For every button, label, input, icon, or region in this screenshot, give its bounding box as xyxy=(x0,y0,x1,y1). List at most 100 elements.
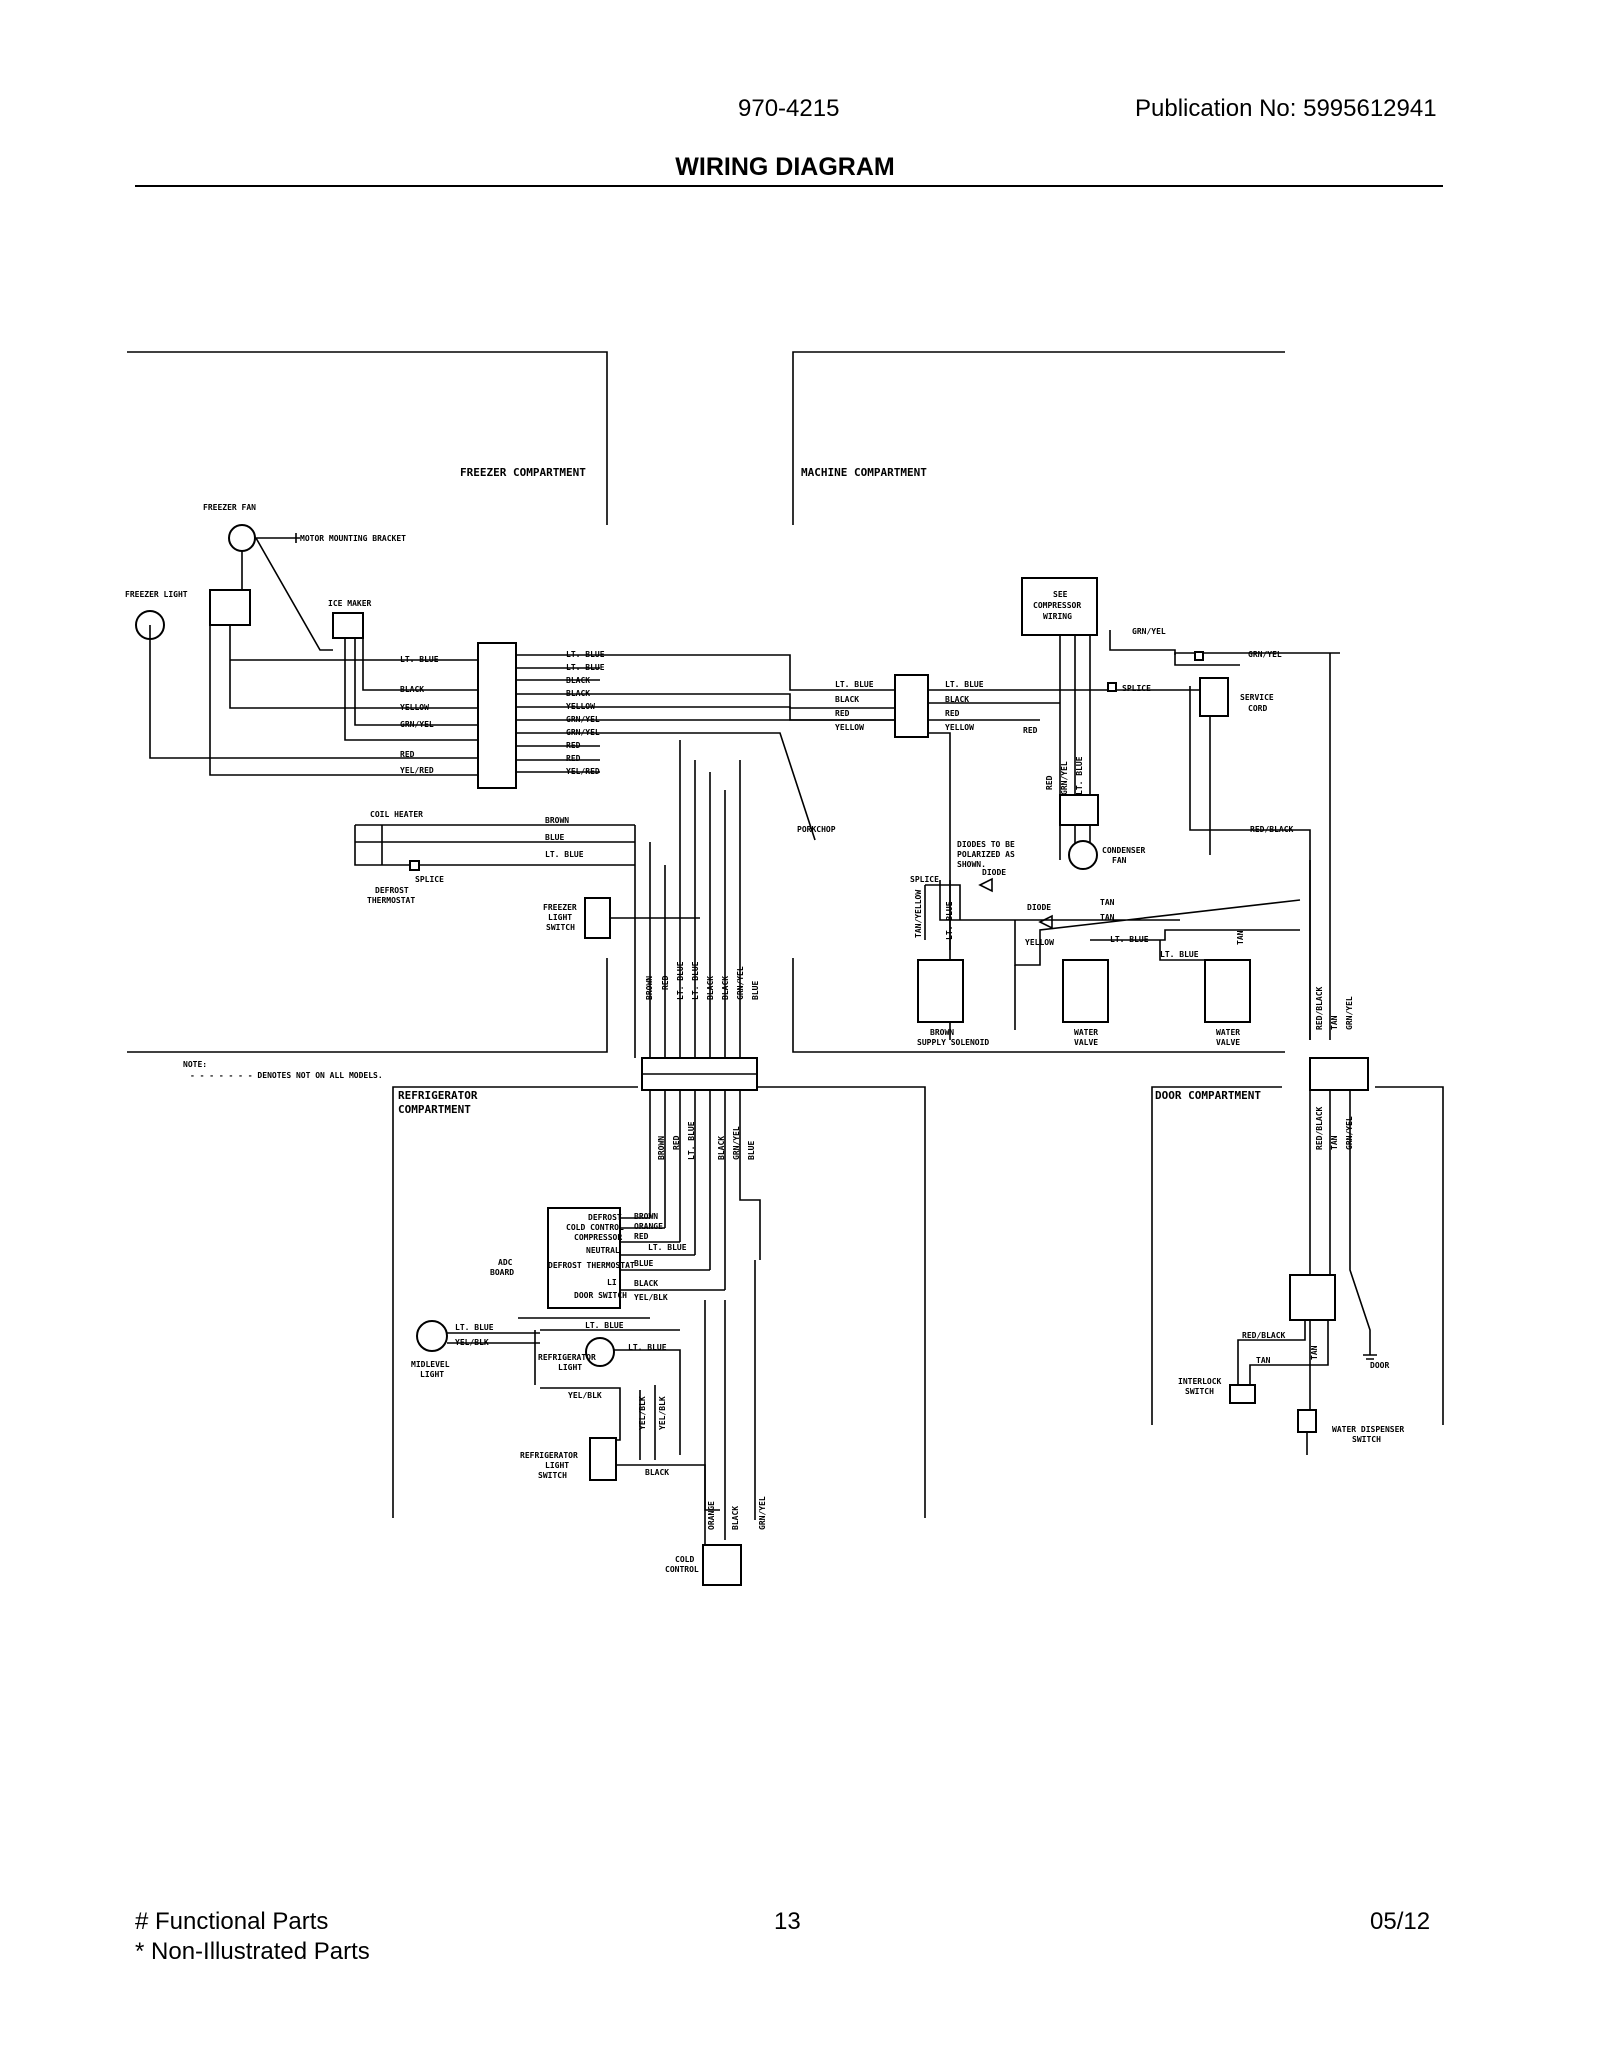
diodes-note-1: DIODES TO BE xyxy=(957,840,1015,849)
diode-2-symbol xyxy=(1038,914,1053,930)
service-cord-plug xyxy=(1199,677,1229,717)
wire-lt-blue-m1: LT. BLUE xyxy=(835,680,874,689)
ref-light-switch-label-1: REFRIGERATOR xyxy=(520,1451,578,1460)
trunk-lt-blue: LT. BLUE xyxy=(676,961,685,1000)
wire-yel-red-f1: YEL/RED xyxy=(400,766,434,775)
door-ground-label: DOOR xyxy=(1370,1361,1389,1370)
adc-pin-door-switch: DOOR SWITCH xyxy=(574,1291,627,1300)
diodes-note-2: POLARIZED AS xyxy=(957,850,1015,859)
see-compressor-box xyxy=(1021,577,1098,636)
interlock-switch-label-1: INTERLOCK xyxy=(1178,1377,1222,1386)
publication-date: 05/12 xyxy=(1370,1908,1431,1935)
refrigerator-compartment-border xyxy=(392,1086,926,1518)
machine-connector xyxy=(894,674,929,738)
refrigerator-compartment-label-1: REFRIGERATOR xyxy=(398,1089,478,1102)
wire-red-r1: RED xyxy=(634,1232,649,1241)
cold-control-device xyxy=(702,1544,742,1586)
wire-grn-yel-m4: GRN/YEL xyxy=(1345,996,1354,1030)
door-connector xyxy=(1289,1274,1336,1321)
wire-lt-blue-m5: LT. BLUE xyxy=(1160,950,1199,959)
wire-grn-yel-f1: GRN/YEL xyxy=(400,720,434,729)
wire-tan-m3: TAN xyxy=(1236,930,1245,945)
coil-heater-label: COIL HEATER xyxy=(370,810,423,819)
adc-pin-compressor: COMPRESSOR xyxy=(574,1233,622,1242)
see-compressor-label-2: COMPRESSOR xyxy=(1033,601,1081,610)
water-dispenser-label-2: SWITCH xyxy=(1352,1435,1381,1444)
wire-tan-m1: TAN xyxy=(1100,898,1115,907)
freezer-light-label: FREEZER LIGHT xyxy=(125,590,188,599)
ice-maker-connector xyxy=(332,612,364,639)
wire-lt-blue-r4: LT. BLUE xyxy=(628,1343,667,1352)
wire-lt-blue-f2: LT. BLUE xyxy=(566,650,605,659)
wire-yel-blk-r3: YEL/BLK xyxy=(568,1391,602,1400)
splice-2-label: SPLICE xyxy=(1122,684,1151,693)
wire-lt-blue-m4: LT. BLUE xyxy=(1110,935,1149,944)
wire-lt-blue-m2: LT. BLUE xyxy=(945,680,984,689)
freezer-light-switch-label-1: FREEZER xyxy=(543,903,577,912)
door-harness-connector xyxy=(1309,1057,1369,1091)
wire-orange-r1: ORANGE xyxy=(634,1222,663,1231)
motor-bracket-ground xyxy=(255,533,300,543)
wire-blue-r1: BLUE xyxy=(634,1259,653,1268)
refrigerator-light-bulb xyxy=(585,1337,615,1367)
wire-red-black-d2: RED/BLACK xyxy=(1242,1331,1286,1340)
splice-2-marker xyxy=(1107,682,1117,692)
ref-trunk-lt-blue: LT. BLUE xyxy=(687,1121,696,1160)
splice-1-marker xyxy=(409,860,420,871)
wire-yellow-m2: YELLOW xyxy=(945,723,974,732)
wire-red-f1: RED xyxy=(400,750,415,759)
wire-yel-blk-r4: YEL/BLK xyxy=(638,1396,647,1430)
freezer-light-switch xyxy=(584,897,611,939)
freezer-fan-label: FREEZER FAN xyxy=(203,503,256,512)
wire-blue-f: BLUE xyxy=(545,833,564,842)
note-text: - - - - - - - DENOTES NOT ON ALL MODELS. xyxy=(190,1071,383,1080)
machine-compartment-border xyxy=(792,351,1285,1053)
wire-grn-yel-d1: GRN/YEL xyxy=(1345,1116,1354,1150)
ref-light-switch-label-3: SWITCH xyxy=(538,1471,567,1480)
wire-yellow-f2: YELLOW xyxy=(566,702,595,711)
splice-3-label: SPLICE xyxy=(910,875,939,884)
midlevel-light-label-2: LIGHT xyxy=(420,1370,444,1379)
wire-tan-d3: TAN xyxy=(1310,1345,1319,1360)
freezer-fan-connector xyxy=(209,589,251,626)
refrigerator-light-label-2: LIGHT xyxy=(558,1363,582,1372)
wire-brown-f: BROWN xyxy=(545,816,569,825)
note-label: NOTE: xyxy=(183,1060,207,1069)
wire-lt-blue-m3: LT. BLUE xyxy=(1075,756,1084,795)
trunk-black-2: BLACK xyxy=(721,976,730,1000)
wire-black-r1: BLACK xyxy=(634,1279,658,1288)
wire-tan-d2: TAN xyxy=(1256,1356,1271,1365)
wire-red-m4: RED xyxy=(1045,775,1054,790)
ref-trunk-brown: BROWN xyxy=(657,1136,666,1160)
supply-solenoid xyxy=(917,959,964,1023)
wire-black-r3: BLACK xyxy=(731,1506,740,1530)
machine-lower-wires xyxy=(924,880,1301,1030)
wire-yellow-m1: YELLOW xyxy=(835,723,864,732)
wire-red-m3: RED xyxy=(1023,726,1038,735)
freezer-wires xyxy=(149,537,895,841)
wire-black-f3: BLACK xyxy=(566,689,590,698)
midlevel-light-label-1: MIDLEVEL xyxy=(411,1360,450,1369)
page-number: 13 xyxy=(774,1908,801,1935)
freezer-compartment-border xyxy=(127,351,608,1053)
refrigerator-compartment-label-2: COMPARTMENT xyxy=(398,1103,471,1116)
water-valve-1 xyxy=(1062,959,1109,1023)
trunk-red: RED xyxy=(661,975,670,990)
diode-1-label: DIODE xyxy=(982,868,1006,877)
freezer-compartment-label: FREEZER COMPARTMENT xyxy=(460,466,586,479)
ice-maker-label: ICE MAKER xyxy=(328,599,372,608)
wire-yel-blk-r1: YEL/BLK xyxy=(634,1293,668,1302)
model-number: 970-4215 xyxy=(738,95,840,122)
ref-trunk-red: RED xyxy=(672,1135,681,1150)
diode-1-symbol xyxy=(978,877,993,893)
wire-red-black-d1: RED/BLACK xyxy=(1315,1106,1324,1150)
refrigerator-light-switch xyxy=(589,1437,617,1481)
motor-bracket-label: MOTOR MOUNTING BRACKET xyxy=(300,534,406,543)
ref-trunk-grn-yel: GRN/YEL xyxy=(732,1126,741,1160)
diode-2-label: DIODE xyxy=(1027,903,1051,912)
water-valve-2 xyxy=(1204,959,1251,1023)
wire-black-f2: BLACK xyxy=(566,676,590,685)
wire-grn-yel-r1: GRN/YEL xyxy=(758,1496,767,1530)
machine-compartment-label: MACHINE COMPARTMENT xyxy=(801,466,927,479)
